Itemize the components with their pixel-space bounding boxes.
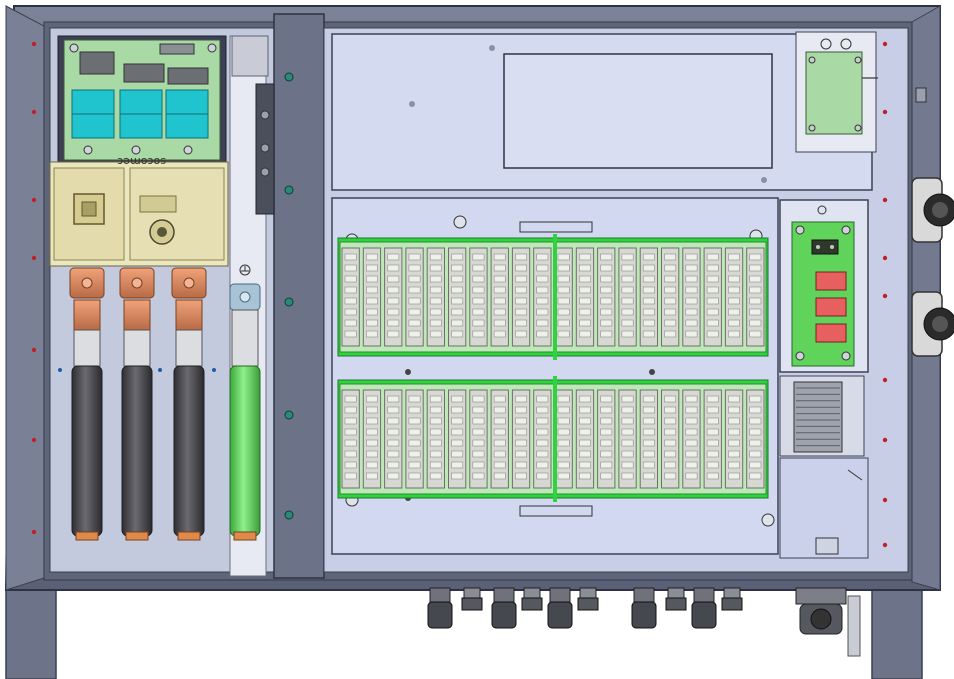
fuse-holder <box>703 389 722 489</box>
cable-gland <box>577 587 599 611</box>
cable-gland <box>721 587 743 611</box>
divider-screws <box>284 72 294 520</box>
fuse-holder <box>661 389 680 489</box>
fuse-holder <box>618 389 637 489</box>
top-cover-panel <box>331 33 873 191</box>
fuse-holder <box>490 389 509 489</box>
fuse-holder <box>511 247 531 347</box>
fuse-holder <box>746 389 765 489</box>
fuse-holder <box>362 247 382 347</box>
fuse-holder <box>703 247 722 347</box>
fuse-holder <box>426 389 446 489</box>
fuse-holder <box>597 389 616 489</box>
fuse-holder <box>405 247 424 347</box>
cable-gland <box>631 587 657 629</box>
switch-brand-label: socomec <box>117 155 166 168</box>
fuse-holder <box>490 247 509 347</box>
cable-gland <box>547 587 573 629</box>
fuse-holder <box>362 389 382 489</box>
fuse-holder <box>639 247 659 347</box>
fuse-holder <box>575 247 595 347</box>
fuse-holder <box>469 247 488 347</box>
fuse-holder <box>384 389 403 489</box>
fuse-holder <box>384 247 403 347</box>
heatsink <box>779 375 865 457</box>
cable-gland-large <box>795 587 861 657</box>
cable-gland <box>665 587 687 611</box>
fuse-row-upper <box>337 234 769 360</box>
frame-screws <box>31 41 888 548</box>
aux-power-module <box>779 199 869 373</box>
fuse-holder <box>618 247 637 347</box>
comm-board <box>795 31 878 153</box>
cable-gland <box>491 587 517 629</box>
dc-disconnect-switch <box>49 161 229 267</box>
fuse-holder <box>405 389 424 489</box>
fuse-holder <box>554 389 573 489</box>
cable-gland <box>691 587 717 629</box>
fuse-holder <box>341 247 360 347</box>
fuse-holder <box>724 389 744 489</box>
fuse-holder <box>533 389 552 489</box>
fuse-holder <box>597 247 616 347</box>
cabinet-legs <box>5 582 923 679</box>
door-handles <box>911 87 954 357</box>
fuse-holder <box>746 247 765 347</box>
fuse-holder <box>448 389 467 489</box>
fuse-holder <box>661 247 680 347</box>
fuse-holder <box>511 389 531 489</box>
fuse-holder <box>448 247 467 347</box>
fuse-holder <box>682 247 701 347</box>
cable-gland <box>521 587 543 611</box>
lower-bracket <box>779 457 869 559</box>
dc-cables <box>58 264 261 541</box>
bottom-cable-glands <box>427 587 743 629</box>
fuse-holder <box>469 389 488 489</box>
fuse-holder <box>724 247 744 347</box>
cable-gland <box>427 587 453 629</box>
control-pcb <box>57 35 227 163</box>
fuse-holder <box>554 247 573 347</box>
fuse-holder <box>682 389 701 489</box>
fuse-holder <box>575 389 595 489</box>
fuse-holder <box>426 247 446 347</box>
fuse-holder <box>533 247 552 347</box>
cable-gland <box>461 587 483 611</box>
fuse-holder <box>639 389 659 489</box>
fuse-row-lower <box>337 376 769 502</box>
fuse-holder <box>341 389 360 489</box>
